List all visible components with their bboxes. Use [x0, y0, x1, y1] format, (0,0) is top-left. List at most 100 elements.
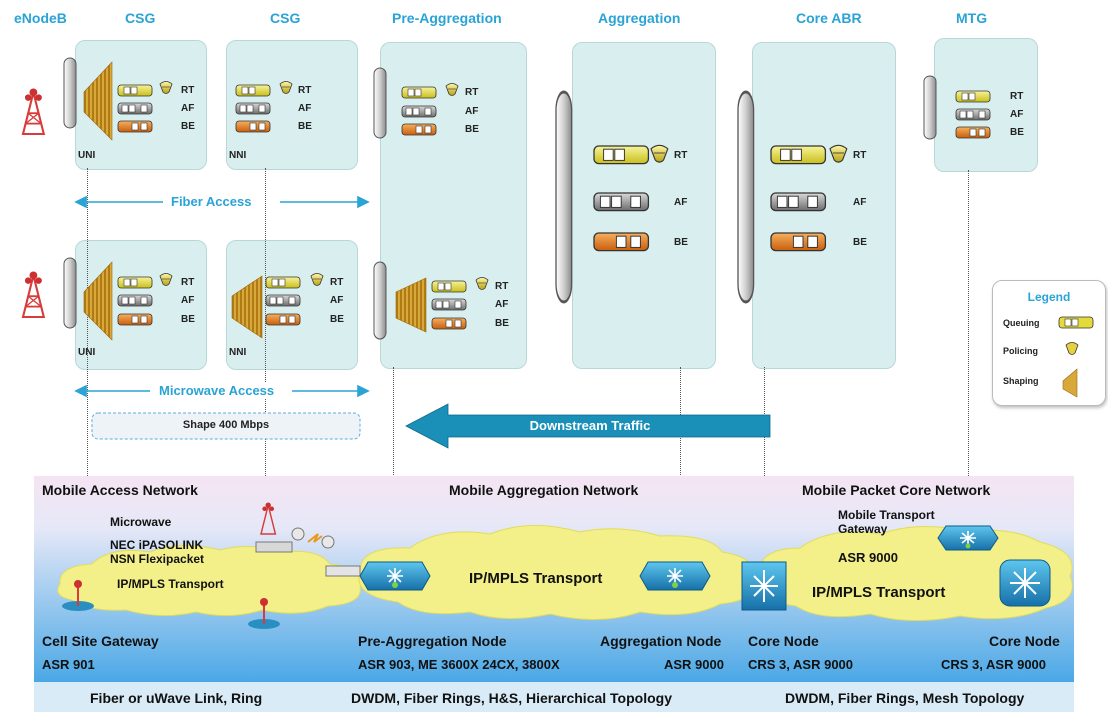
queue-af-icon [593, 192, 650, 212]
queue-label-rt: RT [1010, 91, 1024, 102]
cell-site-gateway-icon [248, 598, 280, 629]
queue-label-af: AF [465, 106, 479, 117]
mobile-packet-core-network-title: Mobile Packet Core Network [802, 482, 991, 498]
shaping-icon [83, 261, 113, 341]
mobile-aggregation-network-title: Mobile Aggregation Network [449, 482, 639, 498]
access-cloud [57, 544, 362, 617]
queue-label-be: BE [853, 237, 867, 248]
dropline-agg [680, 367, 681, 577]
interface-cylinder-icon [736, 90, 756, 304]
access-cloud-label: IP/MPLS Transport [117, 577, 224, 591]
queue-be-icon [431, 317, 467, 330]
aggregation-node-model: ASR 9000 [664, 657, 724, 672]
cell-site-gateway-title: Cell Site Gateway [42, 633, 159, 649]
interface-cylinder-icon [373, 67, 387, 139]
header-enodeb: eNodeB [14, 10, 67, 26]
network-area-graphics [34, 476, 1074, 712]
cell-site-gateway-model: ASR 901 [42, 657, 95, 672]
legend-queuing-label: Queuing [1003, 318, 1040, 328]
policing-icon [1065, 342, 1079, 355]
pre-aggregation-node-model: ASR 903, ME 3600X 24CX, 3800X [358, 657, 560, 672]
header-aggregation: Aggregation [598, 10, 681, 26]
policing-icon [445, 83, 459, 96]
interface-cylinder-icon [554, 90, 574, 304]
shape-400-label: Shape 400 Mbps [182, 419, 270, 431]
core-router-icon [741, 561, 787, 611]
legend-box: Legend Queuing Policing Shaping [992, 280, 1106, 406]
header-mtg: MTG [956, 10, 988, 26]
queue-label-rt: RT [495, 281, 509, 292]
policing-icon [279, 81, 293, 94]
policing-icon [159, 81, 173, 94]
queue-label-be: BE [330, 314, 344, 325]
queue-label-af: AF [330, 295, 344, 306]
queue-rt-icon [593, 145, 650, 165]
queue-rt-icon [265, 276, 301, 289]
queue-af-icon [431, 298, 467, 311]
shaping-icon [83, 61, 113, 141]
queue-label-rt: RT [853, 150, 867, 161]
queue-label-rt: RT [674, 150, 688, 161]
shaping-icon [395, 277, 427, 333]
queue-label-be: BE [298, 121, 312, 132]
pre-aggregation-node-title: Pre-Aggregation Node [358, 633, 507, 649]
queue-label-af: AF [853, 197, 867, 208]
core-node-model: CRS 3, ASR 9000 [941, 657, 1047, 672]
queue-rt-icon [955, 90, 991, 103]
microwave-access-caption: Microwave Access [151, 383, 283, 398]
dropline-preagg [393, 367, 394, 567]
queue-be-icon [117, 313, 153, 326]
queue-rt-icon [770, 145, 827, 165]
queue-label-af: AF [298, 103, 312, 114]
queue-label-af: AF [1010, 109, 1024, 120]
pre-aggregation-router-icon [359, 561, 431, 591]
downstream-traffic-label: Downstream Traffic [529, 418, 651, 433]
queue-label-be: BE [495, 318, 509, 329]
legend-policing-label: Policing [1003, 346, 1039, 356]
queue-af-icon [117, 294, 153, 307]
queue-af-icon [401, 105, 437, 118]
header-pre-aggregation: Pre-Aggregation [392, 10, 502, 26]
mtg-router-icon [937, 525, 999, 551]
queue-label-be: BE [674, 237, 688, 248]
legend-title: Legend [1027, 290, 1071, 304]
core-node-title: Core Node [748, 633, 819, 649]
footer-core: DWDM, Fiber Rings, Mesh Topology [785, 690, 1025, 706]
queue-label-be: BE [181, 314, 195, 325]
queue-af-icon [235, 102, 271, 115]
queue-af-icon [770, 192, 827, 212]
interface-cylinder-icon [63, 257, 77, 329]
cell-site-gateway-icon [62, 580, 94, 611]
queue-be-icon [235, 120, 271, 133]
nsn-flexipacket-label: NSN Flexipacket [110, 552, 205, 566]
microwave-radio-icon [325, 565, 361, 577]
mtg-label-line2: Gateway [838, 522, 888, 536]
nec-ipasolink-label: NEC iPASOLINK [110, 538, 204, 552]
enodeb-tower-icon [21, 87, 45, 136]
shaping-icon [231, 275, 263, 339]
nni-label: NNI [229, 347, 247, 358]
queue-label-af: AF [181, 103, 195, 114]
shape-400-box [91, 412, 361, 440]
queue-label-be: BE [181, 121, 195, 132]
header-core-abr: Core ABR [796, 10, 862, 26]
queue-rt-icon [401, 86, 437, 99]
fiber-access-caption: Fiber Access [163, 194, 260, 209]
queue-label-rt: RT [465, 87, 479, 98]
enodeb-tower-icon [21, 270, 45, 319]
aggregation-node-title: Aggregation Node [600, 633, 722, 649]
microwave-access-arrow [74, 384, 370, 398]
header-csg-1: CSG [125, 10, 156, 26]
microwave-label: Microwave [110, 515, 172, 529]
dropline-mtg [968, 170, 969, 530]
queue-af-icon [265, 294, 301, 307]
queue-label-rt: RT [298, 85, 312, 96]
core-node-model: CRS 3, ASR 9000 [748, 657, 854, 672]
core-cloud-label: IP/MPLS Transport [812, 584, 946, 601]
queue-be-icon [770, 232, 827, 252]
queue-be-icon [593, 232, 650, 252]
policing-icon [475, 277, 489, 290]
queue-af-icon [117, 102, 153, 115]
footer-band [34, 682, 1074, 712]
interface-cylinder-icon [373, 261, 387, 340]
